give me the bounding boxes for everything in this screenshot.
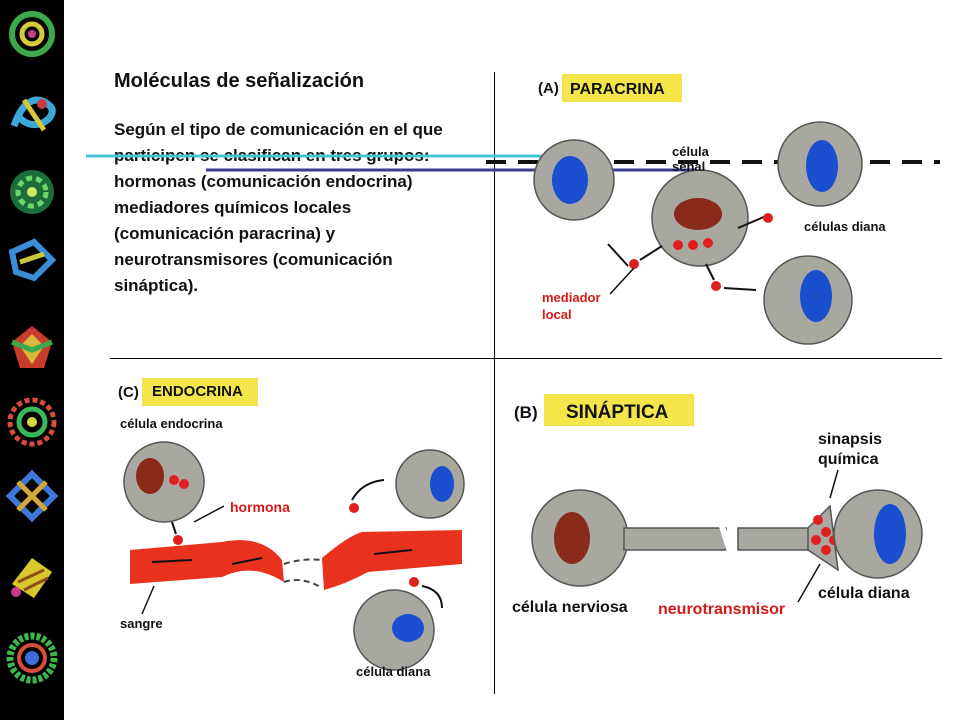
arrow bbox=[723, 287, 757, 291]
hormone-molecule bbox=[179, 479, 189, 489]
neurotransmitter-molecule bbox=[821, 527, 831, 537]
synapse-label: sinapsis química bbox=[818, 431, 886, 468]
hormone-molecule bbox=[169, 475, 179, 485]
synapse-label-line: química bbox=[818, 451, 879, 468]
blood-vessel bbox=[322, 530, 462, 590]
signal-molecule bbox=[673, 240, 683, 250]
arrow bbox=[639, 245, 663, 261]
arrow bbox=[737, 215, 767, 229]
panel-title: ENDOCRINA bbox=[152, 383, 243, 400]
axon bbox=[623, 527, 727, 551]
endocrine-cell-label: célula endocrina bbox=[120, 416, 223, 431]
flow-arrow bbox=[373, 549, 413, 555]
panel-title: SINÁPTICA bbox=[566, 401, 669, 423]
signal-molecule bbox=[763, 213, 773, 223]
hormone-molecule bbox=[349, 503, 359, 513]
protein-structure-icon bbox=[10, 96, 56, 132]
flow-arrow bbox=[231, 557, 263, 565]
protein-structure-icon bbox=[5, 469, 59, 523]
mediator-label: mediador local bbox=[542, 290, 604, 322]
signal-molecule bbox=[688, 240, 698, 250]
target-cell-label: célula diana bbox=[818, 585, 910, 602]
arrow bbox=[705, 263, 715, 281]
panel-tag: (C) bbox=[118, 384, 139, 401]
neurotransmitter-molecule bbox=[811, 535, 821, 545]
cell-nucleus bbox=[674, 198, 722, 230]
sidebar bbox=[0, 0, 64, 720]
label-pointer bbox=[193, 505, 225, 523]
cell-nucleus bbox=[430, 466, 454, 502]
signal-cell-label-line: señal bbox=[672, 159, 705, 174]
cell-nucleus bbox=[392, 614, 424, 642]
title-highlight bbox=[142, 378, 258, 406]
synapse-label-line: sinapsis bbox=[818, 431, 882, 448]
hormone-molecule bbox=[173, 535, 183, 545]
signal-molecule bbox=[703, 238, 713, 248]
signal-molecule bbox=[629, 259, 639, 269]
neurotransmitter-molecule bbox=[813, 515, 823, 525]
hormone-molecule bbox=[409, 577, 419, 587]
cell-nucleus bbox=[136, 458, 164, 494]
panel-tag: (A) bbox=[538, 80, 559, 97]
panel-tag: (B) bbox=[514, 403, 538, 422]
protein-structure-icon bbox=[8, 238, 57, 282]
protein-structure-icon bbox=[7, 397, 57, 447]
hormone-label: hormona bbox=[230, 499, 290, 515]
flow-arrow bbox=[151, 559, 193, 563]
mediator-label-line: mediador bbox=[542, 290, 601, 305]
arrow bbox=[421, 585, 443, 609]
axon-break bbox=[717, 519, 735, 559]
protein-structure-icon bbox=[10, 170, 54, 214]
cell-nucleus bbox=[806, 140, 838, 192]
neurotransmitter-molecule bbox=[821, 545, 831, 555]
target-cell-label: célula diana bbox=[356, 664, 431, 679]
cell-nucleus bbox=[800, 270, 832, 322]
protein-structure-icon bbox=[11, 558, 52, 598]
protein-structure-icon bbox=[11, 326, 53, 368]
label-pointer bbox=[797, 563, 821, 603]
axon bbox=[737, 527, 811, 551]
vertical-divider bbox=[494, 72, 495, 694]
protein-structure-icon bbox=[6, 632, 58, 684]
mediator-label-line: local bbox=[542, 307, 572, 322]
signal-molecule bbox=[711, 281, 721, 291]
title-highlight bbox=[562, 74, 682, 102]
panel-sinaptica: (B) SINÁPTICA sinapsis química célula ne… bbox=[508, 388, 940, 640]
label-pointer bbox=[609, 267, 635, 295]
neurotransmitter-label: neurotransmisor bbox=[658, 601, 785, 618]
horizontal-divider bbox=[110, 358, 942, 359]
vessel-break bbox=[283, 558, 323, 565]
cell-nucleus bbox=[874, 504, 906, 564]
arrow bbox=[351, 479, 385, 501]
arrow bbox=[607, 243, 629, 267]
body-paragraph: Según el tipo de comunicación en el que … bbox=[114, 120, 443, 295]
target-cells-label: células diana bbox=[804, 219, 886, 234]
arrow bbox=[171, 521, 177, 535]
signal-cell-label-line: célula bbox=[672, 144, 710, 159]
title-highlight bbox=[544, 394, 694, 426]
blood-vessel bbox=[130, 540, 284, 584]
nerve-cell-label: célula nerviosa bbox=[512, 599, 628, 616]
vessel-break bbox=[283, 579, 323, 589]
cell-nucleus bbox=[552, 156, 588, 204]
page-title: Moléculas de señalización bbox=[114, 70, 365, 92]
endocrine-cell bbox=[123, 441, 205, 523]
cell-nucleus bbox=[554, 512, 590, 564]
protein-structure-icon bbox=[9, 11, 55, 57]
panel-title: PARACRINA bbox=[570, 81, 665, 98]
panel-endocrina: (C) ENDOCRINA célula endocrina hormona s… bbox=[112, 372, 488, 690]
label-pointer bbox=[829, 469, 839, 499]
signal-cell-label: célula señal bbox=[672, 144, 712, 174]
label-pointer bbox=[141, 585, 155, 615]
blood-label: sangre bbox=[120, 616, 163, 631]
panel-paracrina: (A) PARACRINA célula señal células dia bbox=[510, 68, 940, 358]
